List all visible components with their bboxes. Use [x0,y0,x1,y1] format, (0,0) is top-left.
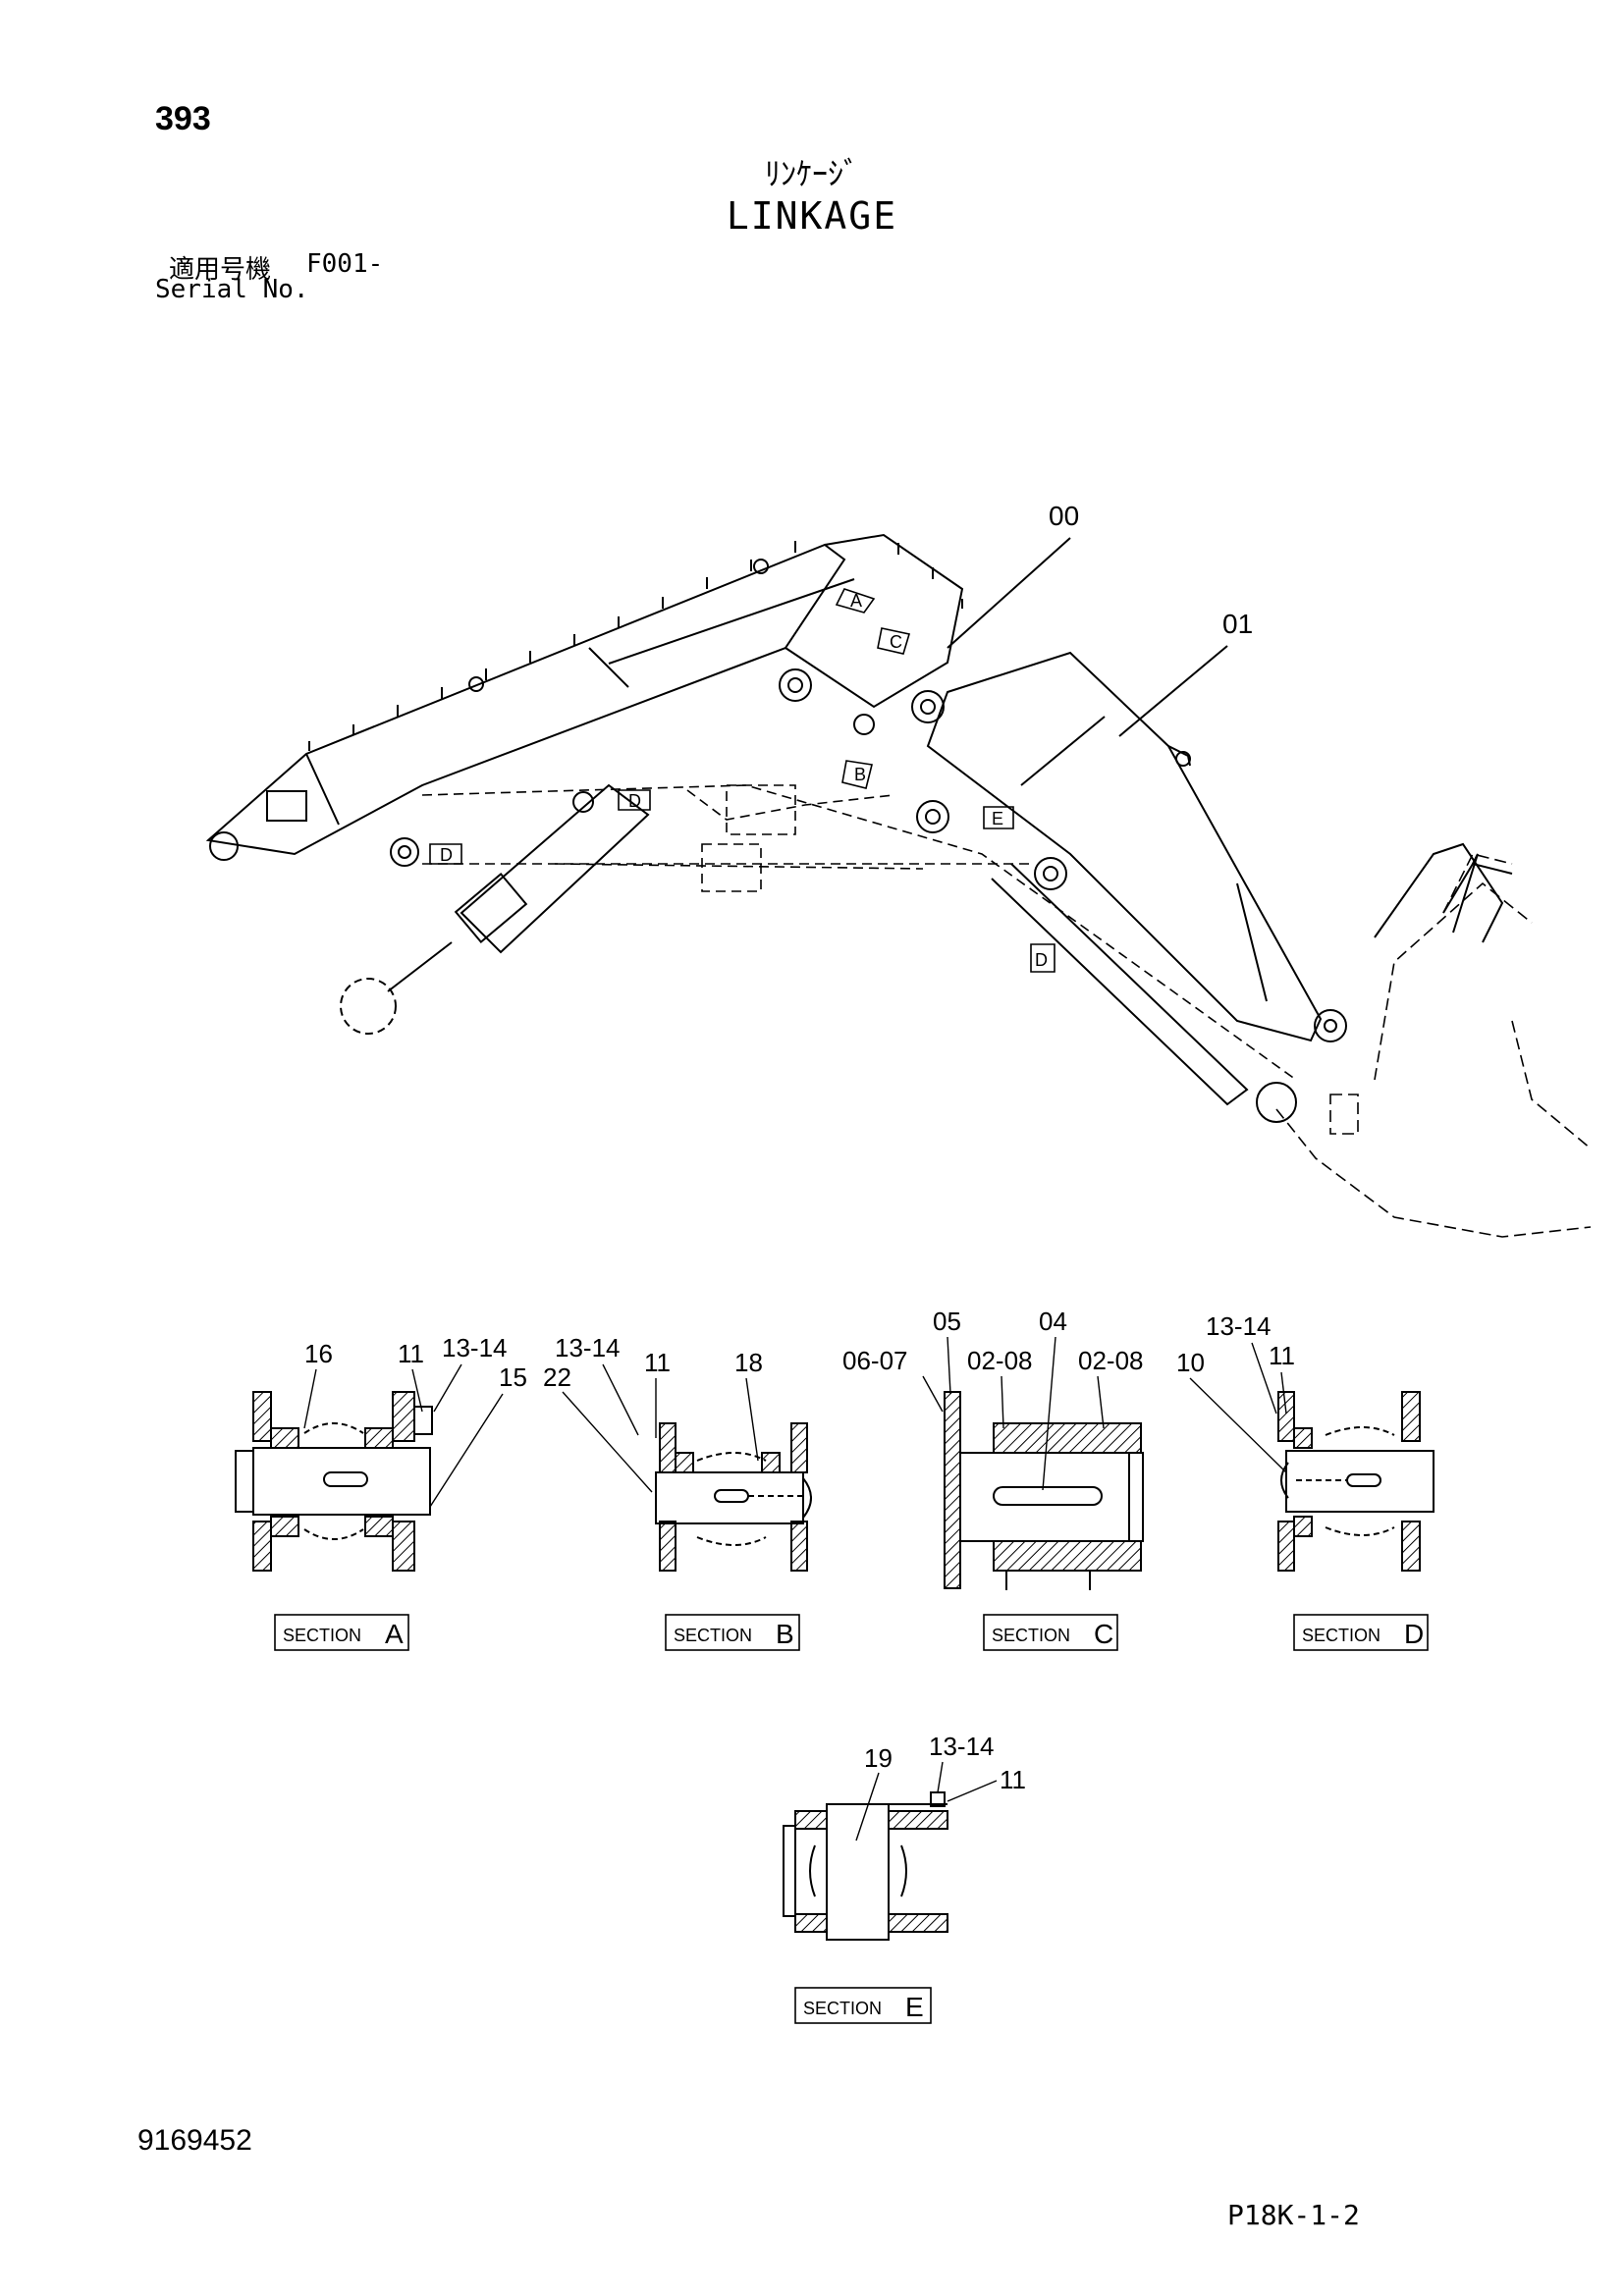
section-d-drawing [1277,1391,1435,1572]
bucket-linkage-outline [1374,842,1513,943]
arm-structure [205,533,964,861]
section-a-caption [274,1614,409,1651]
title-japanese: ﾘﾝｹｰｼﾞ [764,155,859,192]
serial-value: F001- [306,249,384,279]
marker-e-label: E [992,809,1003,828]
marker-d-lower [1030,943,1056,973]
section-d-label-10: 10 [1176,1348,1205,1377]
marker-d-left-label: D [440,845,453,865]
section-e-label-11: 11 [1000,1765,1026,1794]
marker-d-upper-label: D [628,791,641,811]
section-e-leaders [855,1761,998,1842]
section-b-label-18: 18 [734,1348,763,1377]
section-d-caption [1293,1614,1429,1651]
section-a-drawing [235,1391,433,1572]
page-reference: P18K-1-2 [1227,2199,1360,2231]
section-e-caption-letter: E [905,1992,924,2022]
section-a-label-13-14: 13-14 [442,1333,508,1362]
section-a-caption-word: SECTION [283,1626,361,1645]
section-e-caption [794,1987,932,2024]
section-d-label-11: 11 [1269,1341,1295,1370]
section-a-label-16: 16 [304,1339,333,1368]
section-e-label-13-14: 13-14 [929,1732,995,1761]
section-c-caption-word: SECTION [992,1626,1070,1645]
section-c-caption-letter: C [1094,1619,1113,1649]
section-e-drawing [783,1791,948,1941]
section-c-label-05: 05 [933,1307,961,1336]
section-c-label-04: 04 [1039,1307,1067,1336]
marker-d-left [429,843,462,865]
view-markers [429,588,1056,973]
marker-b-label: B [854,765,866,784]
marker-a-label: A [850,591,862,611]
marker-b [841,760,873,789]
marker-d-upper [618,789,651,811]
marker-d-lower-label: D [1035,950,1048,970]
section-c-drawing [944,1391,1144,1590]
section-b-label-22: 22 [543,1362,571,1392]
section-d-caption-letter: D [1404,1619,1424,1649]
section-b-caption [665,1614,800,1651]
section-c-label-02-08-left: 02-08 [967,1346,1033,1375]
boom-structure [926,651,1347,1042]
section-d-caption-word: SECTION [1302,1626,1380,1645]
section-b-label-11: 11 [644,1348,671,1377]
callout-leader-00 [947,537,1071,649]
section-b-label-13-14: 13-14 [555,1333,621,1362]
marker-e [983,806,1014,829]
serial-label-japanese: 適用号機 [169,255,272,285]
marker-c [877,627,911,655]
pin-joints [390,668,1067,890]
page-number: 393 [155,100,211,137]
document-number: 9169452 [137,2124,252,2157]
bucket-cylinder [340,783,1297,1123]
callout-01: 01 [1222,609,1253,639]
callout-leader-01 [1118,645,1228,737]
marker-a [835,588,876,614]
section-c-label-02-08-right: 02-08 [1078,1346,1144,1375]
section-b-leaders [562,1363,759,1493]
page-title: LINKAGE [726,194,898,238]
section-e-label-19: 19 [864,1743,893,1773]
hydraulic-cylinders [421,784,1297,1081]
section-e-caption-word: SECTION [803,1999,882,2018]
section-b-caption-letter: B [776,1619,794,1649]
section-b-drawing [655,1422,812,1572]
serial-label-english: Serial No. [155,275,309,304]
section-d-leaders [1189,1342,1287,1473]
section-a-leaders [303,1363,504,1508]
machine-body-outline [1275,853,1592,1238]
section-b-caption-word: SECTION [674,1626,752,1645]
section-a-label-11: 11 [398,1339,424,1368]
section-d-label-13-14: 13-14 [1206,1311,1272,1341]
section-c-leaders [922,1336,1105,1491]
section-a-caption-letter: A [385,1619,404,1649]
section-c-label-06-07: 06-07 [842,1346,908,1375]
main-assembly-view [205,533,1592,1238]
callout-00: 00 [1049,501,1079,531]
section-a-label-15: 15 [499,1362,527,1392]
section-c-caption [983,1614,1118,1651]
marker-c-label: C [890,632,902,652]
